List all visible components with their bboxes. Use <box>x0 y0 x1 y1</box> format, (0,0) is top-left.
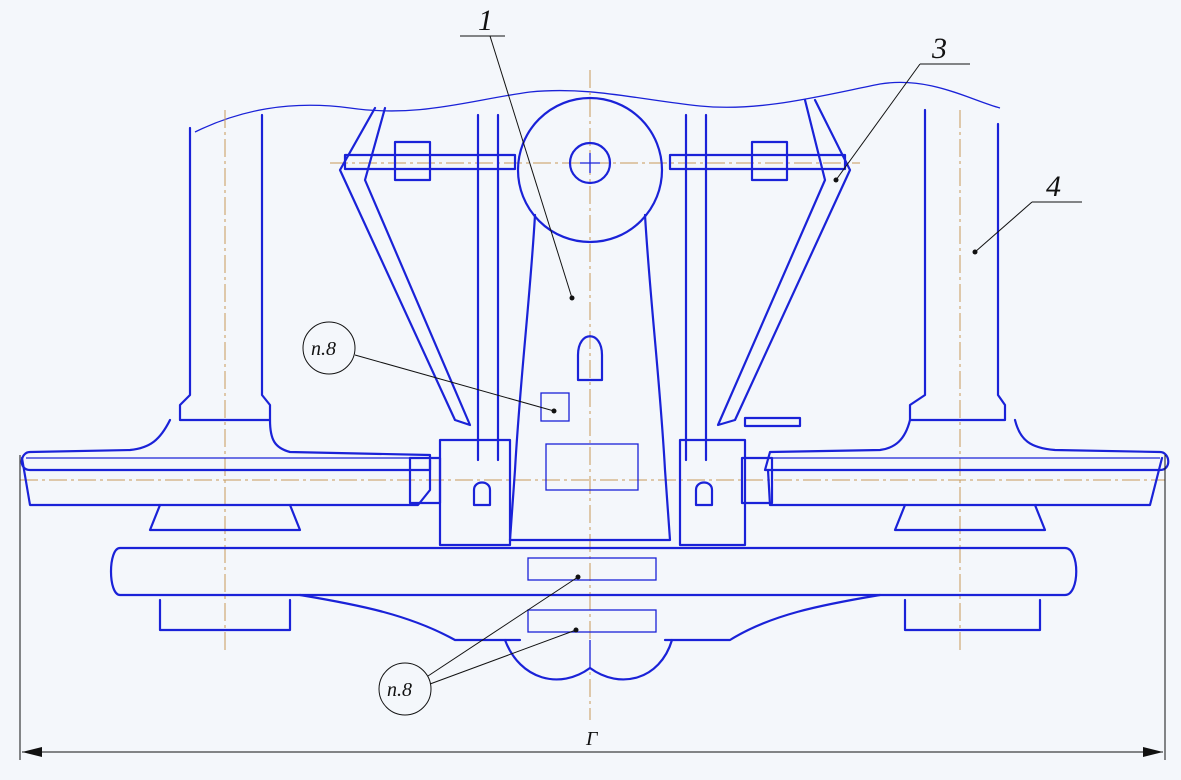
callout-1: 1 <box>460 4 575 301</box>
transverse-beam <box>110 546 1078 681</box>
centerlines <box>20 70 1165 720</box>
callout-1-label: 1 <box>478 4 493 37</box>
callout-4-label: 4 <box>1046 170 1061 203</box>
right-wheelset <box>740 108 1170 632</box>
hanger-frame <box>338 98 852 462</box>
reference-label-top: п.8 <box>311 338 336 360</box>
callout-3-label: 3 <box>931 32 947 65</box>
reference-callout-bottom: п.8 <box>378 574 581 716</box>
break-line <box>194 81 1001 133</box>
reference-label-bottom: п.8 <box>387 679 412 701</box>
callout-3: 3 <box>833 32 970 183</box>
left-wheelset <box>20 113 442 632</box>
callout-4: 4 <box>972 170 1082 255</box>
reference-callout-top: п.8 <box>302 321 557 414</box>
dimension-line: Г <box>19 455 1166 760</box>
lower-brackets <box>438 438 747 547</box>
dimension-label: Г <box>585 728 599 750</box>
